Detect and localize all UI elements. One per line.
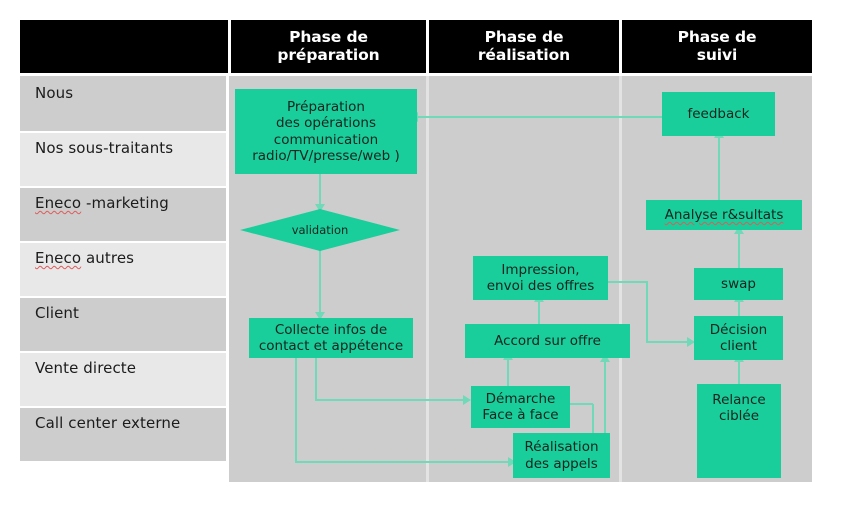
column-divider-preparation-realisation: [426, 76, 429, 482]
arrowhead-right: [463, 395, 471, 405]
node-demarche-line1: Démarche: [485, 390, 556, 407]
legend-label-misspelled-word: Eneco: [35, 249, 82, 267]
node-preparation-line4: radio/TV/presse/web ): [252, 147, 400, 164]
node-decision-client[interactable]: Décision client: [694, 316, 783, 360]
header-preparation-line1: Phase de: [289, 28, 368, 47]
node-collecte-infos[interactable]: Collecte infos de contact et appétence: [249, 318, 413, 358]
actor-legend-column: Nous Nos sous-traitants Eneco -marketing…: [20, 76, 226, 482]
legend-label: Nos sous-traitants: [35, 139, 174, 157]
legend-label: Call center externe: [35, 414, 181, 432]
header-preparation-line2: préparation: [277, 45, 380, 64]
connector-realisation-to-accord: [604, 360, 606, 434]
header-separator: [228, 20, 231, 73]
node-accord-label: Accord sur offre: [494, 332, 601, 349]
node-collecte-line1: Collecte infos de: [274, 321, 388, 338]
legend-label-misspelled-word: Eneco: [35, 194, 82, 212]
connector-feedback-to-preparation: [417, 116, 662, 118]
node-relance-line1: Relance: [712, 392, 766, 408]
row-divider: [20, 351, 226, 353]
connector-collecte-to-demarche-vertical: [315, 358, 317, 400]
node-validation-label: validation: [291, 223, 349, 237]
node-relance-ciblee[interactable]: Relance ciblée: [697, 384, 781, 478]
node-realisation-des-appels[interactable]: Réalisation des appels: [513, 433, 610, 478]
connector-realisation-to-demarche-vertical: [592, 404, 594, 434]
header-separator: [426, 20, 429, 73]
header-cell-phase-suivi: Phase de suivi: [622, 20, 812, 73]
node-impression-line2: envoi des offres: [486, 278, 595, 294]
header-separator: [619, 20, 622, 73]
connector-realisation-to-demarche-horizontal: [561, 403, 593, 405]
node-decision-line2: client: [719, 338, 758, 354]
header-cell-corner: [20, 20, 228, 73]
connector-collecte-to-realisation-vertical: [295, 358, 297, 462]
legend-label: Nous: [35, 84, 74, 102]
legend-row-call-center-externe: Call center externe: [20, 406, 226, 461]
column-divider-realisation-suivi: [619, 76, 622, 482]
header-suivi-line1: Phase de: [677, 28, 757, 47]
legend-row-client: Client: [20, 296, 226, 351]
arrowhead-right: [687, 337, 695, 347]
row-divider: [20, 406, 226, 408]
arrowhead-up: [600, 354, 610, 362]
connector-impression-to-decision-h2: [646, 341, 690, 343]
header-cell-phase-realisation: Phase de réalisation: [429, 20, 619, 73]
legend-label: Client: [35, 304, 80, 322]
legend-label: Eneco -marketing: [35, 194, 169, 212]
node-preparation[interactable]: Préparation des opérations communication…: [235, 89, 417, 174]
node-demarche-face-a-face[interactable]: Démarche Face à face: [471, 386, 570, 428]
node-realisation-line2: des appels: [525, 455, 598, 472]
node-analyse-resultats[interactable]: Analyse r&sultats: [646, 200, 802, 230]
connector-impression-to-decision-v: [646, 281, 648, 342]
node-preparation-line2: des opérations: [275, 115, 377, 132]
connector-validation-to-collecte: [319, 250, 321, 318]
legend-label: Eneco autres: [35, 249, 134, 267]
connector-relance-to-decision: [738, 360, 740, 384]
connector-decision-to-swap: [738, 300, 740, 320]
legend-row-nous: Nous: [20, 76, 226, 131]
node-impression-envoi-offres[interactable]: Impression, envoi des offres: [473, 256, 608, 300]
arrowhead-down: [315, 204, 325, 212]
node-collecte-line2: contact et appétence: [258, 338, 404, 354]
header-cell-phase-preparation: Phase de préparation: [231, 20, 426, 73]
header-realisation-line2: réalisation: [477, 45, 571, 64]
node-swap[interactable]: swap: [694, 268, 783, 300]
node-realisation-line1: Réalisation: [524, 439, 599, 456]
connector-impression-to-decision-h1: [608, 281, 647, 283]
node-preparation-line1: Préparation: [286, 98, 365, 115]
connector-accord-to-impression: [538, 300, 540, 324]
arrowhead-right: [508, 457, 516, 467]
legend-label-rest: autres: [81, 249, 135, 267]
connector-analyse-to-feedback: [718, 136, 720, 200]
node-feedback-label: feedback: [687, 105, 750, 122]
node-demarche-line2: Face à face: [482, 407, 559, 423]
row-divider: [20, 241, 226, 243]
node-relance-line2: ciblée: [718, 408, 760, 425]
legend-row-vente-directe: Vente directe: [20, 351, 226, 406]
legend-label: Vente directe: [35, 359, 137, 377]
node-swap-label: swap: [721, 275, 756, 292]
node-decision-line1: Décision: [709, 321, 768, 338]
node-analyse-label: Analyse r&sultats: [664, 206, 784, 223]
row-divider: [20, 296, 226, 298]
node-accord-sur-offre[interactable]: Accord sur offre: [465, 324, 630, 358]
legend-row-eneco-marketing: Eneco -marketing: [20, 186, 226, 241]
legend-row-nos-sous-traitants: Nos sous-traitants: [20, 131, 226, 186]
connector-collecte-to-demarche-horizontal: [315, 399, 467, 401]
row-divider: [20, 186, 226, 188]
node-feedback[interactable]: feedback: [662, 92, 775, 136]
header-suivi-line2: suivi: [696, 45, 738, 64]
arrowhead-up: [734, 226, 744, 234]
header-realisation-line1: Phase de: [484, 28, 564, 47]
legend-row-eneco-autres: Eneco autres: [20, 241, 226, 296]
legend-label-rest: -marketing: [81, 194, 169, 212]
node-preparation-line3: communication: [273, 131, 379, 148]
node-impression-line1: Impression,: [501, 261, 580, 278]
connector-preparation-to-validation: [319, 174, 321, 210]
arrowhead-down: [315, 312, 325, 320]
connector-collecte-to-realisation-horizontal: [295, 461, 515, 463]
connector-demarche-to-accord: [507, 358, 509, 386]
row-divider: [20, 131, 226, 133]
connector-swap-to-analyse: [738, 230, 740, 268]
